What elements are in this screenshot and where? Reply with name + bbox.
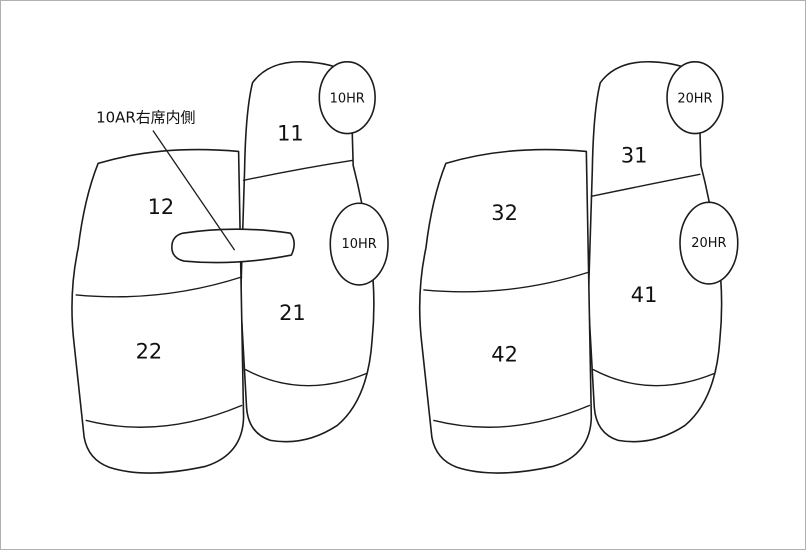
right-cushion-lower-label: 42: [491, 343, 518, 367]
left-cushion-upper-label: 12: [148, 195, 175, 219]
right-cushion-seam: [423, 271, 591, 293]
right-cushion-outline: [418, 148, 593, 474]
left-armrest: [171, 228, 295, 264]
left-headrest-top-label: 10HR: [330, 92, 365, 107]
left-cushion-seam: [75, 276, 243, 298]
right-back-upper-label: 31: [621, 143, 648, 167]
left-back-seam: [242, 159, 353, 182]
right-headrest-bottom-label: 20HR: [691, 236, 726, 251]
right-headrest-top: [666, 60, 724, 135]
right-cushion-upper-label: 32: [491, 201, 518, 225]
right-headrest-top-label: 20HR: [677, 92, 712, 107]
right-headrest-bottom: [679, 201, 739, 285]
left-headrest-top: [318, 60, 376, 135]
left-back-flap-seam: [244, 368, 367, 387]
left-headrest-bottom-label: 10HR: [342, 237, 377, 252]
left-cushion-skirt-seam: [85, 404, 243, 428]
left-cushion-lower-label: 22: [136, 340, 163, 364]
left-seat: 11 12 21 22 10HR 10HR 10AR右席内側: [71, 60, 389, 474]
left-headrest-bottom: [329, 202, 389, 286]
right-seat: 31 32 41 42 20HR 20HR: [418, 60, 739, 474]
right-back-flap-seam: [592, 368, 715, 387]
right-back-lower-label: 41: [631, 283, 658, 307]
right-cushion-skirt-seam: [433, 404, 591, 428]
left-back-upper-label: 11: [277, 121, 304, 145]
armrest-annotation: 10AR右席内側: [96, 109, 195, 127]
left-back-lower-label: 21: [279, 301, 306, 325]
annotation-leader-line: [152, 130, 236, 251]
right-back-seam: [590, 173, 701, 197]
